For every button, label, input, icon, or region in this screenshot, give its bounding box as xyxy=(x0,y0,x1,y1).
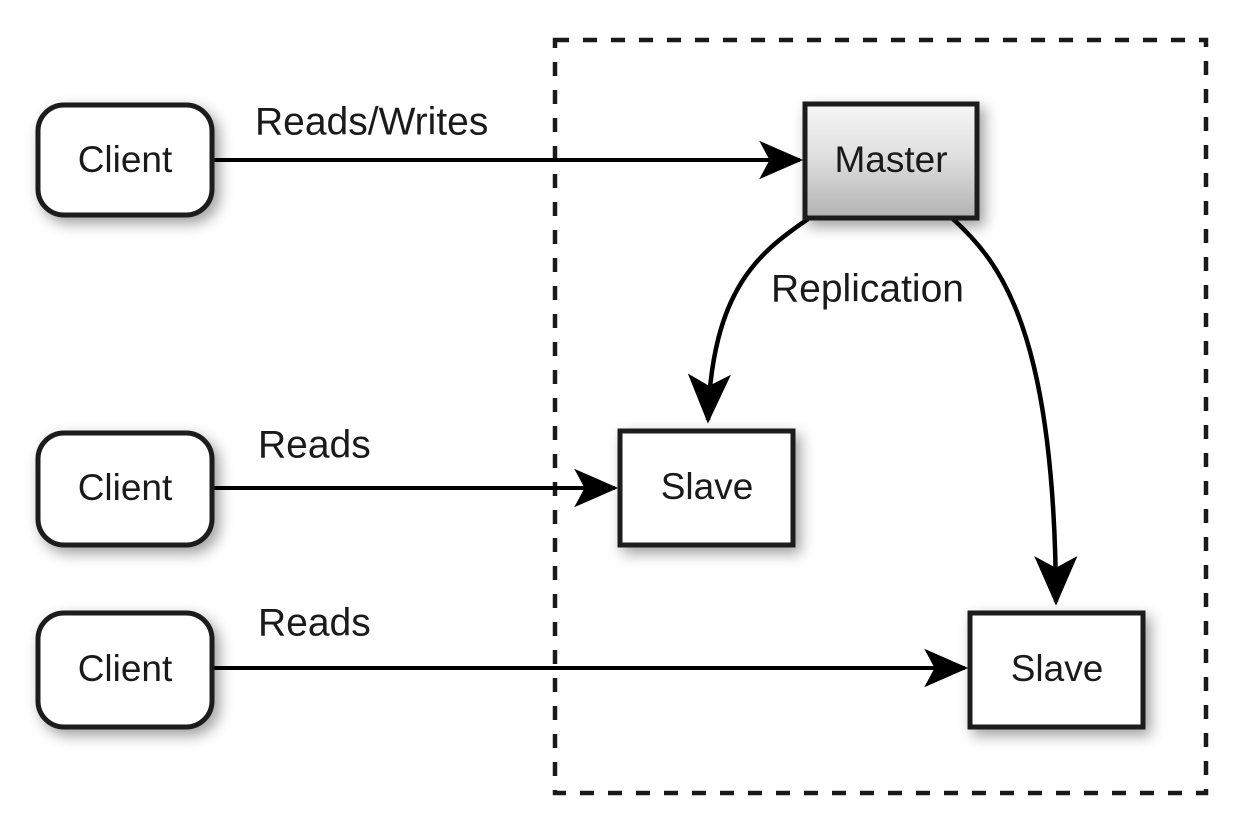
client-middle-box xyxy=(35,430,215,548)
client-bottom-label: Client xyxy=(78,648,173,689)
slave-lower-box xyxy=(967,610,1146,730)
node-master[interactable]: Master xyxy=(802,101,980,221)
client-bottom-box xyxy=(35,610,215,730)
master-box xyxy=(802,101,980,221)
slave-lower-label: Slave xyxy=(1011,648,1104,689)
node-slave-lower[interactable]: Slave xyxy=(967,610,1146,730)
node-slave-upper[interactable]: Slave xyxy=(617,428,796,548)
master-label: Master xyxy=(834,139,947,180)
client-top-label: Client xyxy=(78,139,173,180)
edge-label-reads-writes: Reads/Writes xyxy=(255,100,488,143)
edge-master-to-slave-lower xyxy=(951,217,1078,606)
slave-upper-label: Slave xyxy=(661,466,754,507)
node-client-top[interactable]: Client xyxy=(35,102,215,218)
node-client-bottom[interactable]: Client xyxy=(35,610,215,730)
edge-label-reads-bottom: Reads xyxy=(258,601,371,644)
edge-master-to-slave-upper xyxy=(687,217,810,424)
client-middle-label: Client xyxy=(78,467,173,508)
slave-upper-box xyxy=(617,428,796,548)
client-top-box xyxy=(35,102,215,218)
edge-label-replication: Replication xyxy=(771,267,964,310)
edge-label-reads-middle: Reads xyxy=(258,423,371,466)
node-client-middle[interactable]: Client xyxy=(35,430,215,548)
